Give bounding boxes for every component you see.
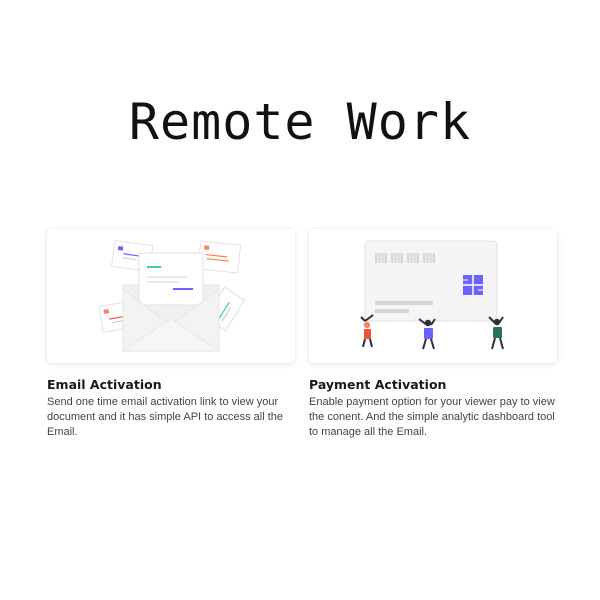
person-left-figure bbox=[360, 314, 374, 348]
card-title: Email Activation bbox=[47, 377, 162, 392]
page-title: Remote Work bbox=[128, 93, 472, 151]
people-holding-card-illustration bbox=[360, 240, 504, 350]
envelope-letters-illustration bbox=[98, 239, 246, 352]
card-title: Payment Activation bbox=[309, 377, 447, 392]
letter-main bbox=[138, 252, 204, 306]
card-description: Send one time email activation link to v… bbox=[47, 396, 284, 438]
card-description: Enable payment option for your viewer pa… bbox=[309, 396, 555, 438]
letter-top-right bbox=[197, 240, 242, 274]
person-right-figure bbox=[488, 316, 504, 350]
email-illustration-frame bbox=[47, 229, 295, 363]
person-middle-figure bbox=[418, 318, 436, 350]
credit-card-graphic bbox=[364, 240, 498, 322]
payment-illustration-frame bbox=[309, 229, 557, 363]
